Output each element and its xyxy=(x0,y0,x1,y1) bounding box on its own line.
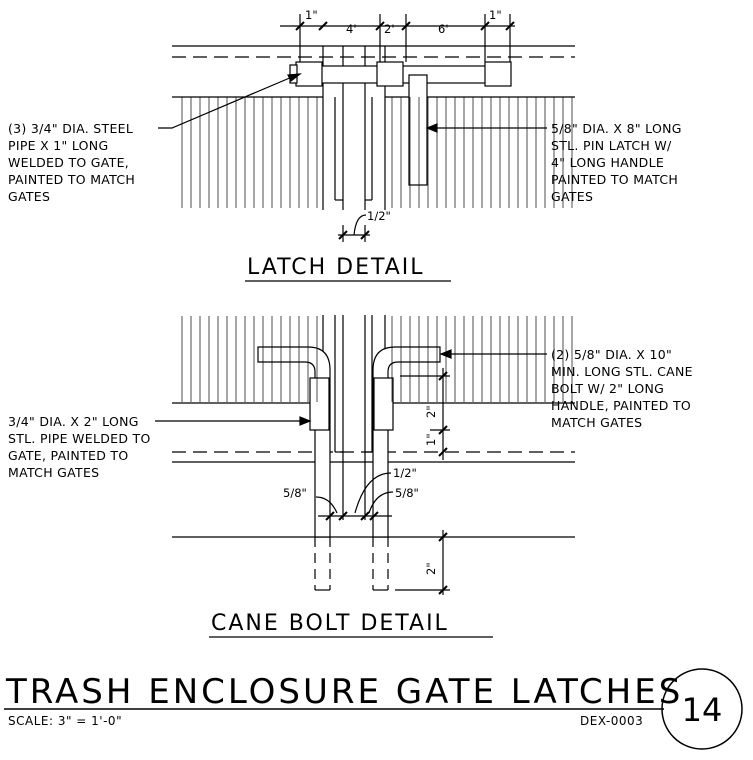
cane-detail-title: CANE BOLT DETAIL xyxy=(211,611,449,636)
detail-number: 14 xyxy=(682,691,723,729)
tick xyxy=(438,447,448,457)
detail-number-circle xyxy=(661,668,743,750)
cane-dim-2in-bottom: 2" xyxy=(424,562,438,575)
cane-ticks xyxy=(325,371,448,595)
cane-note-right-line: HANDLE, PAINTED TO xyxy=(551,398,691,413)
latch-note-right-line: 5/8" DIA. X 8" LONG xyxy=(551,121,682,136)
dimension-leader xyxy=(353,214,367,236)
latch-note-right-line: PAINTED TO MATCH xyxy=(551,172,678,187)
leader-arrow xyxy=(287,73,302,82)
latch-dim-1in: 1" xyxy=(305,8,318,22)
cane-dim-half: 1/2" xyxy=(393,466,417,480)
cane-note-left-line: GATE, PAINTED TO xyxy=(8,448,128,463)
dimension-leader xyxy=(354,472,392,514)
cane-dim-5-8-left: 5/8" xyxy=(283,486,307,500)
pin-latch-handle xyxy=(408,74,428,186)
latch-note-left-line: WELDED TO GATE, xyxy=(8,155,129,170)
dimension-leader xyxy=(315,496,338,514)
latch-dim-2ft: 2' xyxy=(384,22,394,36)
tick xyxy=(369,511,379,521)
sheet-title: TRASH ENCLOSURE GATE LATCHES xyxy=(5,672,683,712)
cane-hatch-left xyxy=(181,316,318,402)
latch-detail-title: LATCH DETAIL xyxy=(247,255,425,280)
cane-dim-1in: 1" xyxy=(424,433,438,446)
latch-dim-half: 1/2" xyxy=(367,209,391,223)
cane-bolt-left xyxy=(257,346,331,538)
tick xyxy=(360,230,370,240)
cane-bolt-detail xyxy=(155,315,575,595)
leader-arrow xyxy=(299,416,312,426)
latch-note-left-line: GATES xyxy=(8,189,50,204)
leader-line xyxy=(158,73,300,129)
latch-note-left-line: PAINTED TO MATCH xyxy=(8,172,135,187)
latch-note-right-line: STL. PIN LATCH W/ xyxy=(551,138,672,153)
latch-dim-4ft: 4' xyxy=(346,22,356,36)
latch-hatch-right xyxy=(391,97,573,208)
tick xyxy=(401,21,411,31)
scale-label: SCALE: 3" = 1'-0" xyxy=(8,714,122,728)
cane-hatch-right xyxy=(391,316,573,402)
leader-arrow xyxy=(425,123,438,133)
cane-bolt-sleeve xyxy=(373,377,394,431)
drawing-code: DEX-0003 xyxy=(580,714,643,728)
tick xyxy=(295,21,305,31)
tick xyxy=(318,21,328,31)
cane-note-right-line: (2) 5/8" DIA. X 10" xyxy=(551,347,672,362)
cane-note-left-line: MATCH GATES xyxy=(8,465,99,480)
latch-note-right-line: 4" LONG HANDLE xyxy=(551,155,664,170)
cane-dim-5-8-right: 5/8" xyxy=(395,486,419,500)
pipe-sleeve xyxy=(376,61,404,87)
tick xyxy=(438,585,448,595)
tick xyxy=(438,532,448,542)
latch-top-dimensions xyxy=(280,21,515,240)
tick xyxy=(438,425,448,435)
tick xyxy=(375,21,385,31)
cane-note-left-line: 3/4" DIA. X 2" LONG xyxy=(8,414,139,429)
cane-note-right-line: BOLT W/ 2" LONG xyxy=(551,381,664,396)
tick xyxy=(338,230,348,240)
cane-note-left-line: STL. PIPE WELDED TO xyxy=(8,431,151,446)
latch-note-right-line: GATES xyxy=(551,189,593,204)
latch-hatch-left xyxy=(181,97,318,208)
tick xyxy=(480,21,490,31)
latch-dim-6ft: 6' xyxy=(438,22,448,36)
pipe-sleeve xyxy=(484,61,512,87)
cane-dim-2in: 2" xyxy=(424,405,438,418)
pipe-sleeve xyxy=(295,61,323,87)
cane-bolt-sleeve xyxy=(309,377,330,431)
tick xyxy=(338,511,348,521)
latch-dim-1in-right: 1" xyxy=(489,8,502,22)
dimension-leader xyxy=(368,491,394,514)
tick xyxy=(360,511,370,521)
cane-note-right-line: MIN. LONG STL. CANE xyxy=(551,364,693,379)
latch-note-left-line: (3) 3/4" DIA. STEEL xyxy=(8,121,133,136)
tick xyxy=(325,511,335,521)
latch-detail xyxy=(158,14,575,242)
cane-note-right-line: MATCH GATES xyxy=(551,415,642,430)
latch-note-left-line: PIPE X 1" LONG xyxy=(8,138,108,153)
pin-latch-horizontal xyxy=(299,65,511,84)
tick xyxy=(505,21,515,31)
